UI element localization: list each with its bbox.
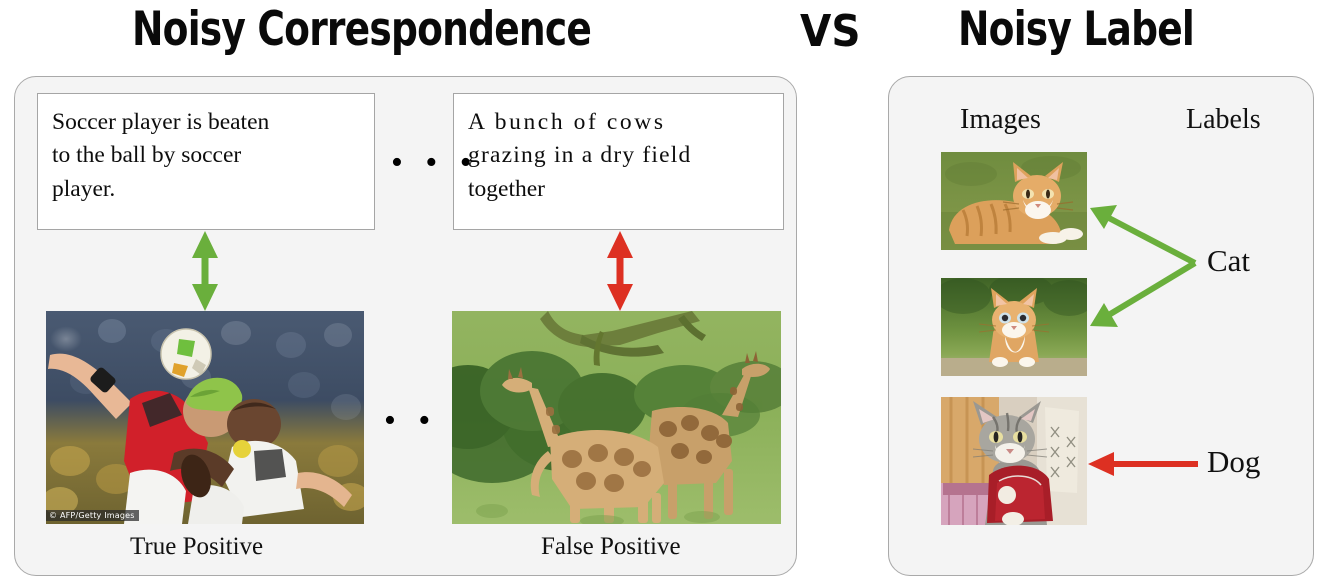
column-header-images: Images <box>960 104 1041 135</box>
class-label-cat: Cat <box>1207 243 1251 278</box>
photo-orange-kitten-sitting <box>941 278 1087 376</box>
title-vs-separator: VS <box>800 6 861 57</box>
title-noisy-correspondence: Noisy Correspondence <box>132 2 592 57</box>
caption-line: together <box>468 175 545 202</box>
photo-watermark: © AFP/Getty Images <box>46 510 139 521</box>
caption-line: player. <box>52 175 116 202</box>
column-header-labels: Labels <box>1186 104 1261 135</box>
caption-box-false-positive: A bunch of cows grazing in a dry field t… <box>453 93 784 230</box>
label-true-positive: True Positive <box>130 533 264 560</box>
photo-orange-cat-lying <box>941 152 1087 250</box>
caption-line: A bunch of cows <box>468 109 666 135</box>
title-noisy-label: Noisy Label <box>958 2 1195 57</box>
caption-line: to the ball by soccer <box>52 142 242 169</box>
caption-line: grazing in a dry field <box>468 142 692 169</box>
class-label-dog: Dog <box>1207 444 1261 479</box>
caption-line: Soccer player is beaten <box>52 109 270 135</box>
caption-box-true-positive: Soccer player is beaten to the ball by s… <box>37 93 375 230</box>
photo-giraffes <box>452 311 781 524</box>
photo-soccer-match: © AFP/Getty Images <box>46 311 364 524</box>
caption-ellipsis: • • • <box>391 144 479 181</box>
label-false-positive: False Positive <box>541 533 681 560</box>
photo-cat-in-red-cape <box>941 397 1087 525</box>
